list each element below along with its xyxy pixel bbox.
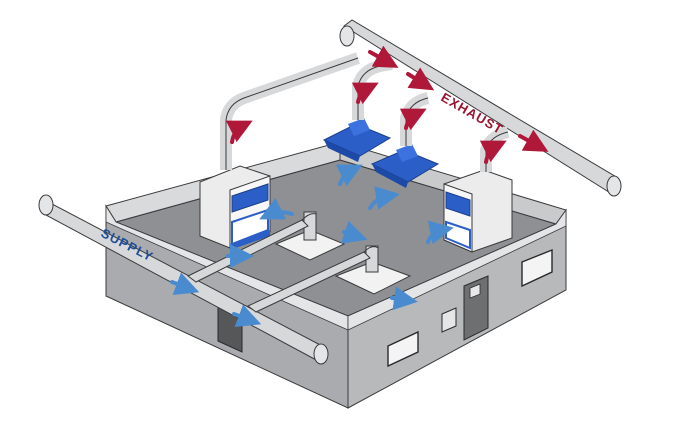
exhaust-arrow-hood-right: [479, 140, 507, 164]
supply-arrow-duct-2: [232, 304, 262, 328]
exhaust-arrow-hood-left: [225, 120, 253, 144]
exhaust-arrows: [225, 45, 549, 164]
supply-arrow-diffuser-1b: [340, 220, 368, 244]
supply-arrow-duct-1: [170, 272, 200, 296]
fume-hood-left: [199, 165, 271, 250]
window-side: [521, 248, 553, 288]
window-front: [387, 330, 419, 368]
supply-arrow-floor-1: [335, 164, 363, 187]
canopy-hood-2: [370, 144, 440, 188]
supply-arrow-floor-2: [368, 186, 400, 210]
exhaust-arrow-duct-2: [406, 67, 435, 91]
supply-diffuser-1: [274, 211, 346, 261]
exhaust-arrow-duct-3: [518, 129, 549, 152]
canopy-hood-1: [322, 118, 392, 162]
exhaust-arrow-canopy-1: [351, 82, 379, 105]
control-panel: [441, 307, 457, 333]
supply-arrow-diffuser-2: [390, 286, 418, 311]
supply-arrow-floor-3: [426, 220, 454, 245]
door-right-window: [469, 283, 481, 299]
fume-hood-right: [443, 169, 513, 253]
exhaust-arrow-canopy-2: [399, 108, 427, 131]
exhaust-arrow-duct-1: [368, 45, 399, 68]
supply-arrow-diffuser-1: [259, 197, 294, 220]
supply-diffuser-2: [334, 245, 412, 295]
supply-arrows: [170, 164, 454, 328]
